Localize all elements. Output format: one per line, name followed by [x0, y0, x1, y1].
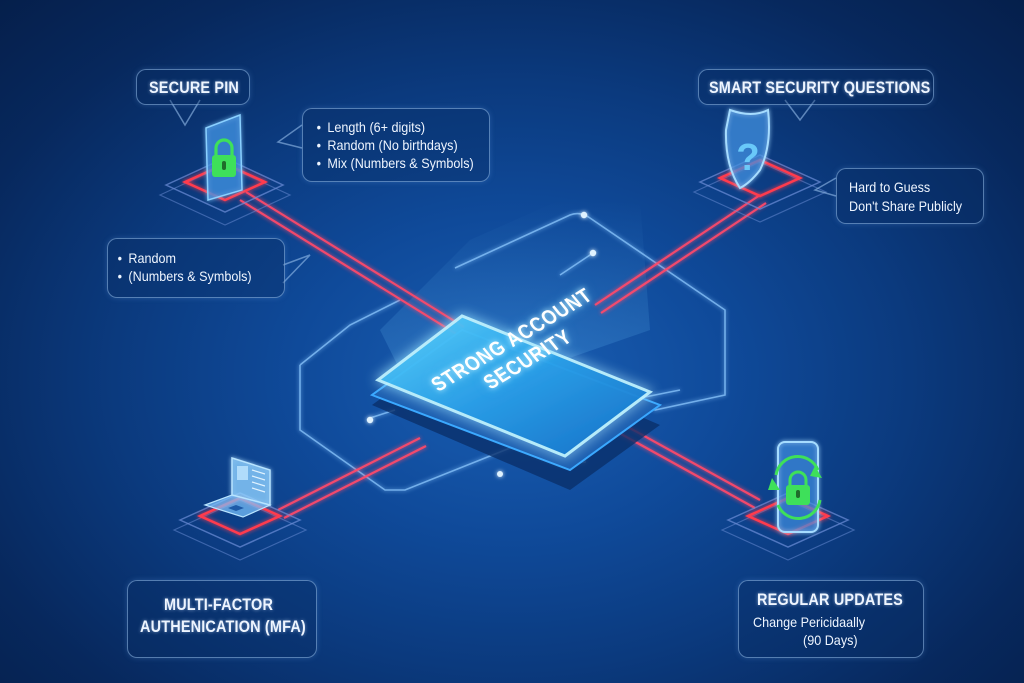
security-questions-detail: Hard to Guess	[849, 179, 931, 195]
platform-regular-updates	[720, 492, 856, 561]
secure-pin-detail: Length (6+ digits)	[313, 118, 474, 136]
secure-pin-detail: Random (No birthdays)	[313, 136, 474, 154]
mfa-title-line1: MULTI-FACTOR	[164, 595, 274, 614]
callout-tails	[169, 99, 837, 284]
regular-updates-detail: Change Pericidaally	[753, 614, 866, 630]
security-questions-details-callout: Hard to Guess Don't Share Publicly	[836, 168, 984, 224]
security-questions-title-callout: SMART SECURITY QUESTIONS	[698, 69, 934, 105]
mfa-title-callout: MULTI-FACTOR AUTHENICATION (MFA)	[127, 580, 317, 658]
laptop-icon	[203, 456, 272, 518]
regular-updates-title: REGULAR UPDATES	[757, 590, 903, 609]
secure-pin-title: SECURE PIN	[149, 78, 240, 97]
pin-extra-detail: Random	[114, 249, 252, 267]
central-platform	[369, 314, 663, 490]
security-questions-title: SMART SECURITY QUESTIONS	[709, 78, 931, 97]
security-questions-detail: Don't Share Publicly	[849, 198, 963, 214]
secure-pin-details-callout: Length (6+ digits) Random (No birthdays)…	[302, 108, 490, 182]
shield-question-icon: ?	[724, 108, 770, 190]
pin-extra-details-list: Random (Numbers & Symbols)	[114, 249, 267, 285]
svg-text:?: ?	[736, 137, 759, 179]
regular-updates-callout: REGULAR UPDATES Change Pericidaally (90 …	[738, 580, 924, 658]
secure-pin-details-list: Length (6+ digits) Random (No birthdays)…	[313, 118, 492, 172]
pin-extra-detail: (Numbers & Symbols)	[114, 267, 252, 285]
secure-pin-title-callout: SECURE PIN	[136, 69, 250, 105]
padlock-card-icon	[205, 113, 243, 201]
phone-lock-refresh-icon	[768, 441, 822, 533]
secure-pin-detail: Mix (Numbers & Symbols)	[313, 154, 474, 172]
regular-updates-detail: (90 Days)	[803, 632, 858, 648]
mfa-title-line2: AUTHENICATION (MFA)	[140, 617, 306, 636]
pin-extra-details-callout: Random (Numbers & Symbols)	[107, 238, 285, 298]
